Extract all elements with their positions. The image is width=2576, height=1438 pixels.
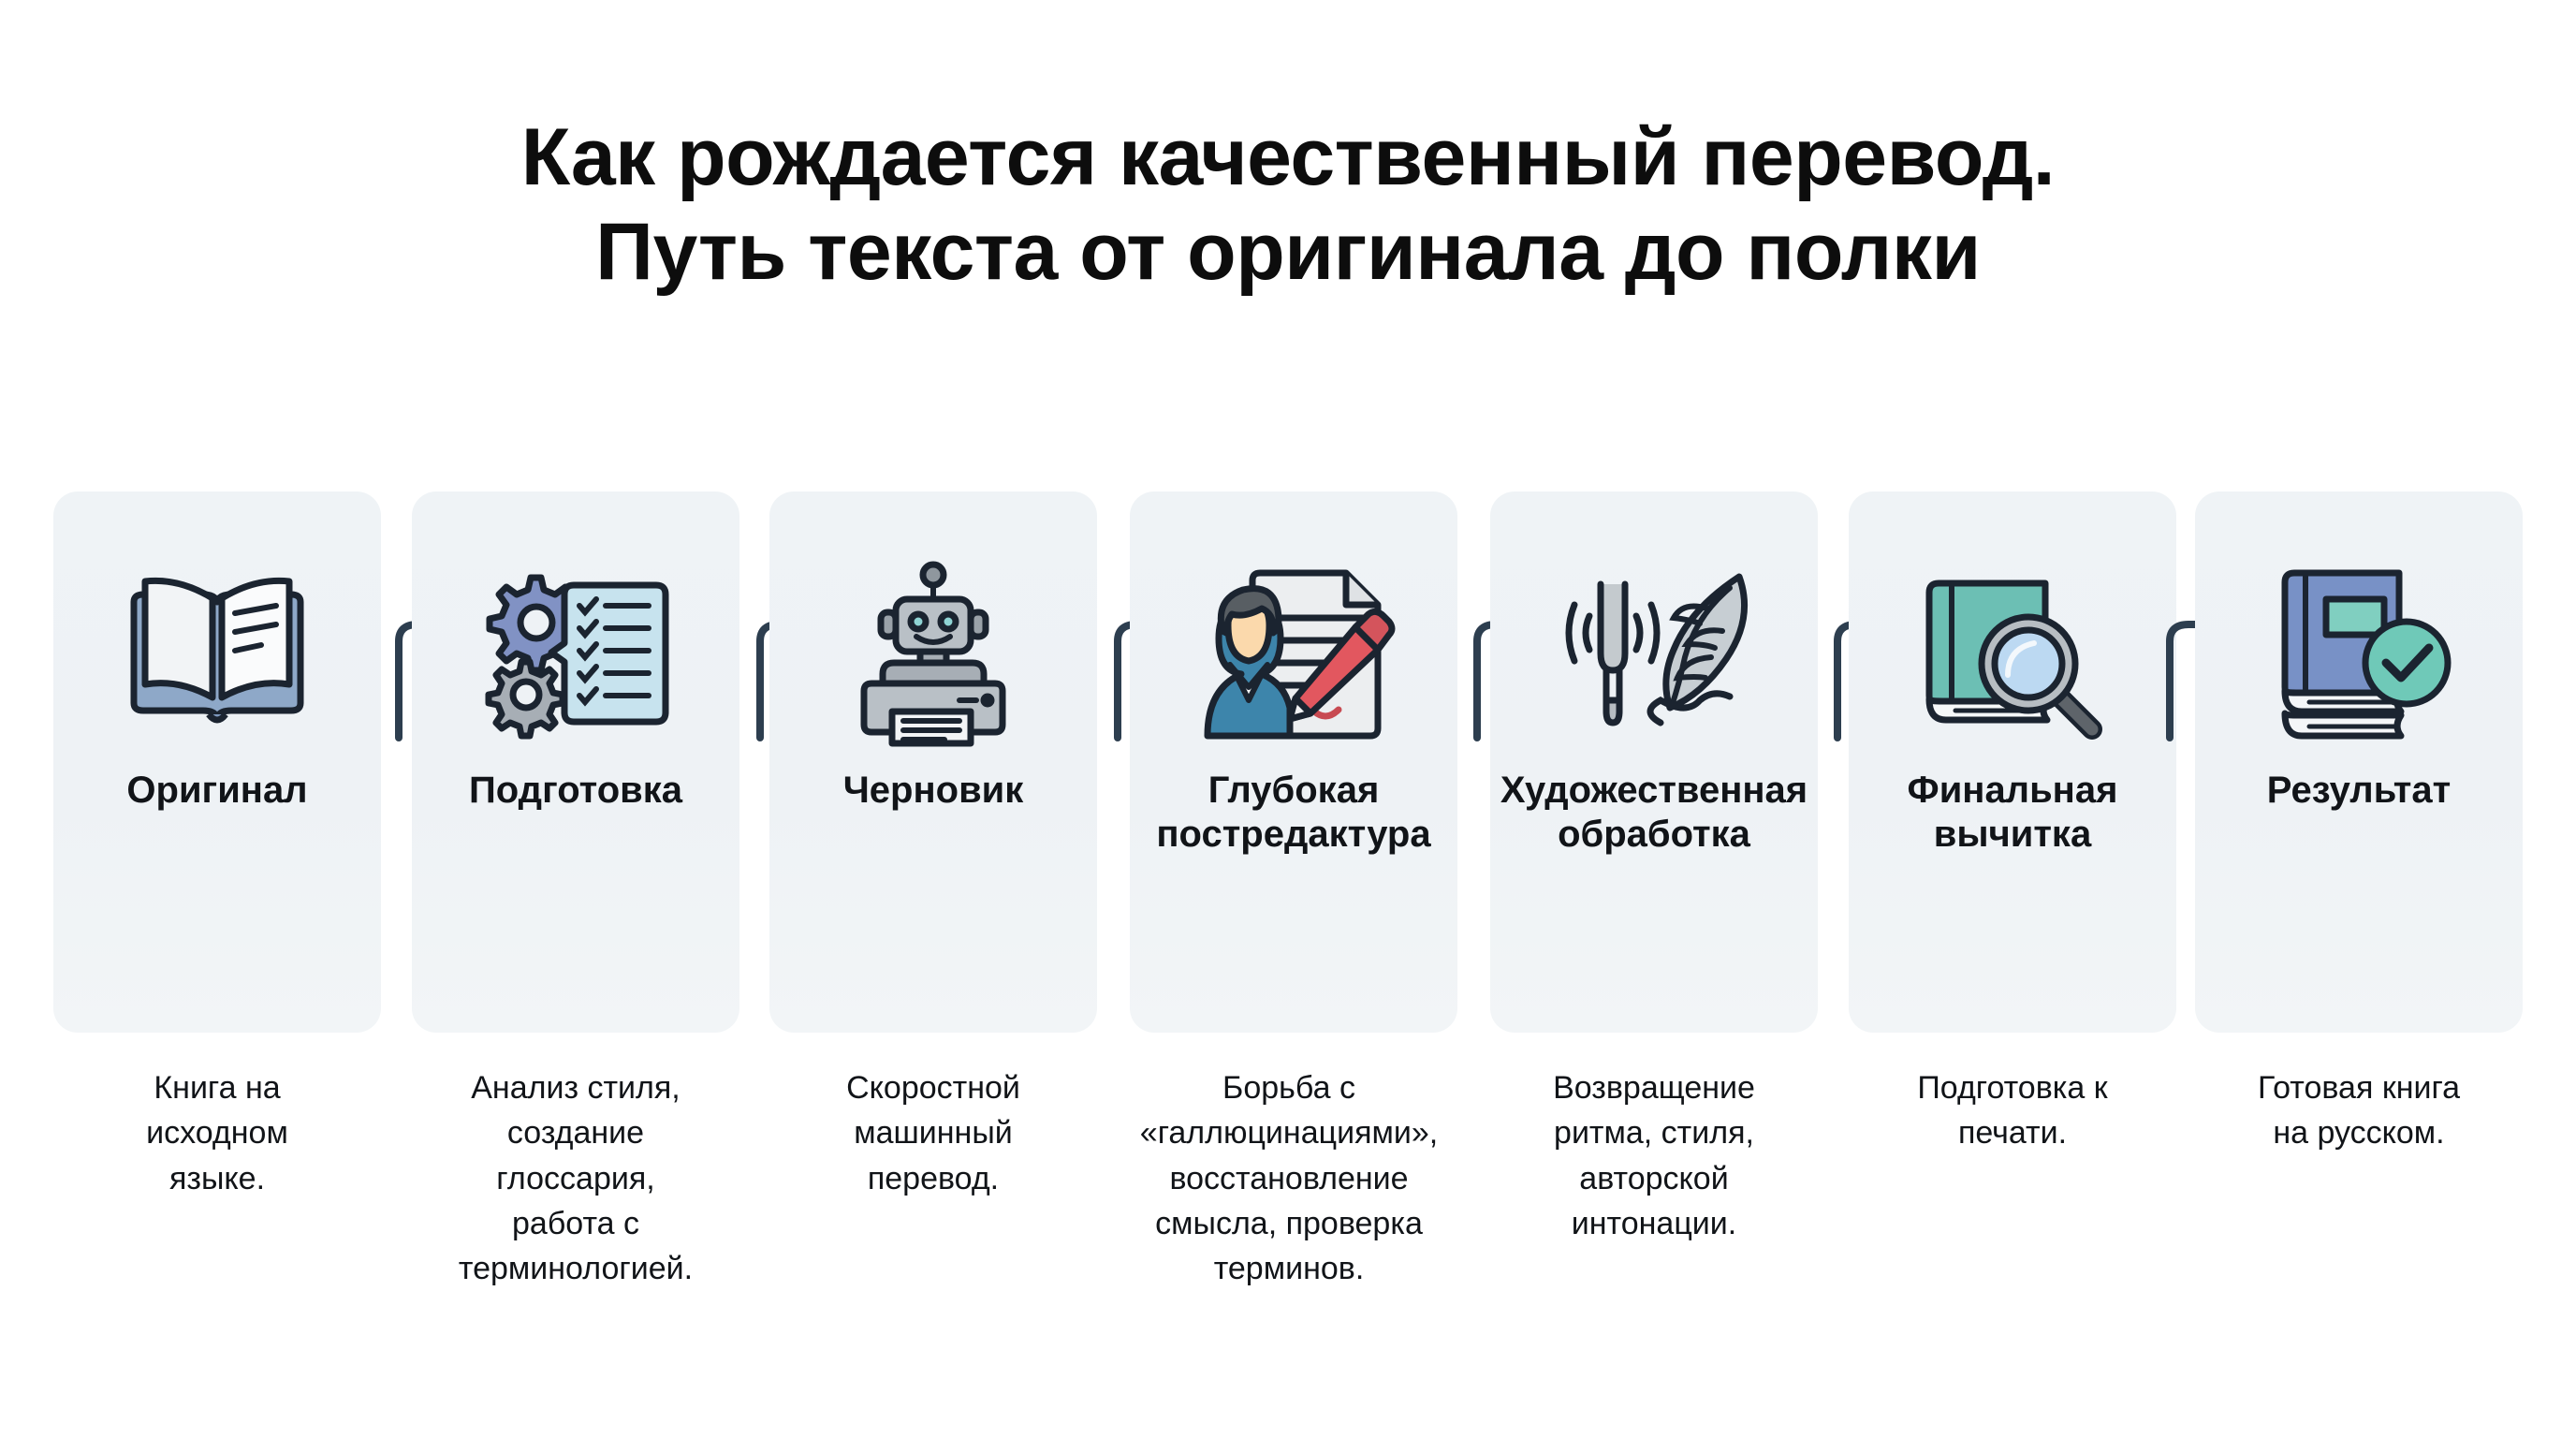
process-flow: Оригинал xyxy=(0,492,2576,1034)
step-card-artistic-processing[interactable]: Художественная обработка xyxy=(1490,492,1818,1033)
step-label-preparation: Подготовка xyxy=(469,770,682,811)
step-card-final-proofreading[interactable]: Финальная вычитка xyxy=(1849,492,2176,1033)
step-caption-result: Готовая книга на русском. xyxy=(2257,1070,2461,1152)
step-label-deep-postediting: Глубокая постредактура xyxy=(1156,770,1431,856)
step-caption-final-proofreading: Подготовка к печати. xyxy=(1917,1070,2108,1152)
page-title-line-2: Путь текста от оригинала до полки xyxy=(595,207,1981,298)
step-caption-preparation: Анализ стиля, создание глоссария, работа… xyxy=(458,1070,694,1287)
step-label-result: Результат xyxy=(2266,770,2452,811)
page-title-line-1: Как рождается качественный перевод. xyxy=(520,112,2056,202)
step-caption-artistic-processing: Возвращение ритма, стиля, авторской инто… xyxy=(1553,1070,1755,1241)
page-title: Как рождается качественный перевод. Путь… xyxy=(0,110,2576,301)
tuning-fork-feather-icon xyxy=(1490,555,1818,752)
step-caption-draft: Скоростной машинный перевод. xyxy=(846,1070,1020,1196)
step-card-original[interactable]: Оригинал xyxy=(53,492,381,1033)
step-card-draft[interactable]: Черновик xyxy=(769,492,1097,1033)
open-book-icon xyxy=(53,555,381,752)
step-captions: Книга на исходном языке. Анализ стиля, с… xyxy=(0,1065,2576,1374)
step-label-final-proofreading: Финальная вычитка xyxy=(1907,770,2118,856)
step-label-artistic-processing: Художественная обработка xyxy=(1500,770,1808,856)
step-label-original: Оригинал xyxy=(126,770,308,811)
step-caption-deep-postediting: Борьба с «галлюцинациями», восстановлени… xyxy=(1139,1070,1439,1287)
step-card-result[interactable]: Результат xyxy=(2195,492,2523,1033)
step-card-preparation[interactable]: Подготовка xyxy=(412,492,739,1033)
book-check-badge-icon xyxy=(2195,555,2523,752)
book-magnifier-icon xyxy=(1849,555,2176,752)
editor-document-pencil-icon xyxy=(1130,555,1457,752)
gears-checklist-icon xyxy=(412,555,739,752)
step-caption-original: Книга на исходном языке. xyxy=(146,1070,288,1196)
step-card-deep-postediting[interactable]: Глубокая постредактура xyxy=(1130,492,1457,1033)
step-label-draft: Черновик xyxy=(842,770,1024,811)
robot-printer-icon xyxy=(769,555,1097,752)
